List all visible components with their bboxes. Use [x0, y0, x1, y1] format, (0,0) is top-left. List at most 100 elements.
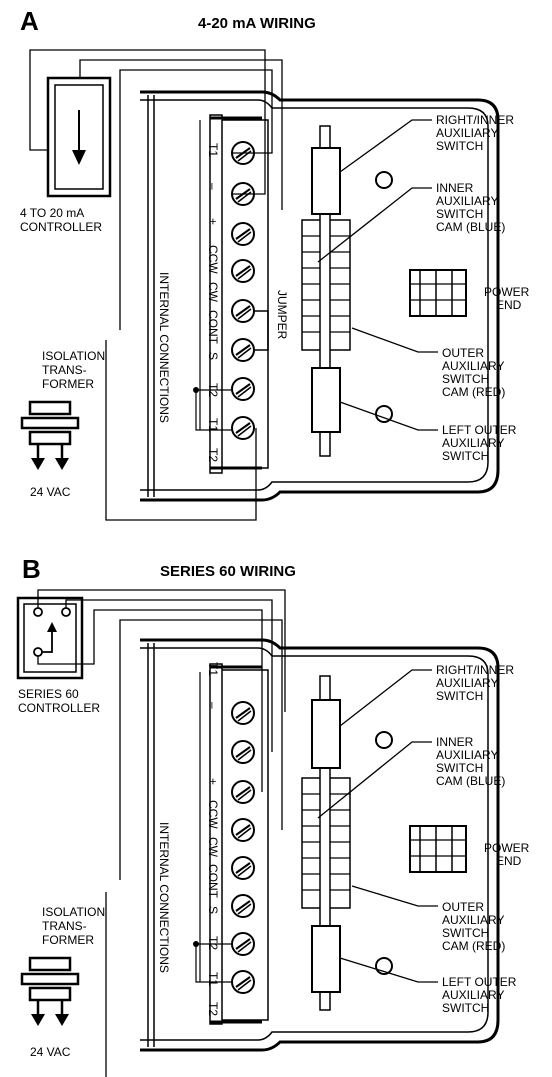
svg-text:SWITCH: SWITCH: [442, 926, 489, 940]
terminal-screw: [231, 818, 255, 842]
terminal-screw: [231, 259, 255, 283]
callout-outer-cam: OUTER: [442, 900, 484, 914]
callout-inner-cam: INNER: [436, 735, 474, 749]
terminal-label: CCW: [206, 245, 220, 274]
terminal-label: S: [206, 352, 220, 360]
callout-inner-cam: INNER: [436, 181, 474, 195]
svg-text:AUXILIARY: AUXILIARY: [436, 126, 498, 140]
svg-text:AUXILIARY: AUXILIARY: [436, 676, 498, 690]
isolation-label: TRANS-: [42, 363, 87, 377]
callout-left-outer: LEFT OUTER: [442, 423, 517, 437]
svg-text:AUXILIARY: AUXILIARY: [442, 436, 504, 450]
enclosure-inner: [140, 99, 489, 491]
cam-shaft: [319, 125, 331, 457]
panel-a-letter: A: [20, 6, 39, 36]
callout-power-end: POWER: [484, 285, 530, 299]
panel-b: B SERIES 60 WIRING T1 – + CCW CW CONT S …: [16, 554, 530, 1077]
controller-wire-2: [65, 599, 273, 752]
isolation-label: FORMER: [42, 933, 94, 947]
terminal-screw: [231, 970, 255, 994]
terminal-screw: [231, 894, 255, 918]
controller-wire-plus: [79, 59, 283, 210]
controller-label: CONTROLLER: [20, 220, 102, 234]
svg-text:CAM (BLUE): CAM (BLUE): [436, 774, 505, 788]
terminal-screw: [231, 932, 255, 956]
terminal-screw: [231, 338, 255, 362]
controller-label: 4 TO 20 mA: [20, 206, 84, 220]
terminal-label: CW: [206, 282, 220, 303]
callout-left-outer: LEFT OUTER: [442, 975, 517, 989]
transformer-icon: [20, 400, 80, 470]
terminal-label: CCW: [206, 800, 220, 829]
svg-text:AUXILIARY: AUXILIARY: [442, 913, 504, 927]
transformer-wire-t1: [119, 619, 283, 880]
terminal-screw: [231, 740, 255, 764]
vac-label: 24 VAC: [30, 1045, 71, 1059]
terminal-label: CONT: [206, 310, 220, 345]
jumper-wire: [254, 310, 269, 351]
svg-text:AUXILIARY: AUXILIARY: [442, 359, 504, 373]
terminal-label: CW: [206, 837, 220, 858]
controller-label: SERIES 60: [18, 687, 79, 701]
terminal-label: +: [206, 218, 220, 225]
svg-text:CAM (RED): CAM (RED): [442, 939, 505, 953]
terminal-screw: [231, 377, 255, 401]
svg-text:CAM (BLUE): CAM (BLUE): [436, 220, 505, 234]
enclosure-inner: [140, 647, 489, 1041]
internal-connections-label: INTERNAL CONNECTIONS: [157, 272, 171, 423]
left-outer-switch: [311, 925, 341, 993]
svg-text:SWITCH: SWITCH: [442, 1001, 489, 1015]
terminal-label: T1: [206, 418, 220, 432]
terminal-label: T2: [206, 936, 220, 950]
transformer-icon: [20, 956, 80, 1026]
panel-a-title: 4-20 mA WIRING: [198, 15, 316, 32]
svg-text:AUXILIARY: AUXILIARY: [442, 988, 504, 1002]
terminal-label: –: [206, 183, 220, 190]
terminal-label: CONT: [206, 864, 220, 899]
svg-text:SWITCH: SWITCH: [436, 761, 483, 775]
controller-wire-minus: [29, 49, 266, 195]
terminal-screw: [231, 701, 255, 725]
terminal-screw: [231, 299, 255, 323]
callout-outer-cam: OUTER: [442, 346, 484, 360]
controller-label: CONTROLLER: [18, 701, 100, 715]
terminal-screw: [231, 856, 255, 880]
isolation-label: ISOLATION: [42, 905, 105, 919]
terminal-label: T2: [206, 448, 220, 462]
mount-hole-icon: [375, 731, 393, 749]
power-end-fitting: [409, 269, 467, 317]
enclosure-outline: [140, 90, 500, 502]
terminal-label: T1: [206, 662, 220, 676]
isolation-label: FORMER: [42, 377, 94, 391]
terminal-label: S: [206, 906, 220, 914]
right-inner-switch: [311, 699, 341, 769]
terminal-screw: [231, 780, 255, 804]
svg-text:SWITCH: SWITCH: [436, 689, 483, 703]
svg-text:SWITCH: SWITCH: [436, 139, 483, 153]
left-outer-switch: [311, 367, 341, 433]
panel-b-letter: B: [22, 554, 41, 584]
controller-wire-3: [37, 609, 263, 792]
terminal-strip: [219, 119, 269, 469]
right-inner-switch: [311, 147, 341, 215]
svg-text:SWITCH: SWITCH: [436, 207, 483, 221]
terminal-screw: [231, 222, 255, 246]
internal-connections-label: INTERNAL CONNECTIONS: [157, 822, 171, 973]
mount-hole-icon: [375, 405, 393, 423]
svg-text:END: END: [496, 854, 522, 868]
terminal-label: T1: [206, 143, 220, 157]
terminal-screw: [231, 416, 255, 440]
jumper-label: JUMPER: [275, 290, 289, 340]
cam-shaft: [319, 675, 331, 1011]
svg-text:SWITCH: SWITCH: [442, 372, 489, 386]
svg-text:AUXILIARY: AUXILIARY: [436, 194, 498, 208]
svg-text:END: END: [496, 298, 522, 312]
svg-text:AUXILIARY: AUXILIARY: [436, 748, 498, 762]
callout-power-end: POWER: [484, 841, 530, 855]
svg-text:SWITCH: SWITCH: [442, 449, 489, 463]
vac-label: 24 VAC: [30, 485, 71, 499]
power-end-fitting: [409, 825, 467, 873]
terminal-label: T2: [206, 1002, 220, 1016]
callout-right-inner: RIGHT/INNER: [436, 113, 514, 127]
